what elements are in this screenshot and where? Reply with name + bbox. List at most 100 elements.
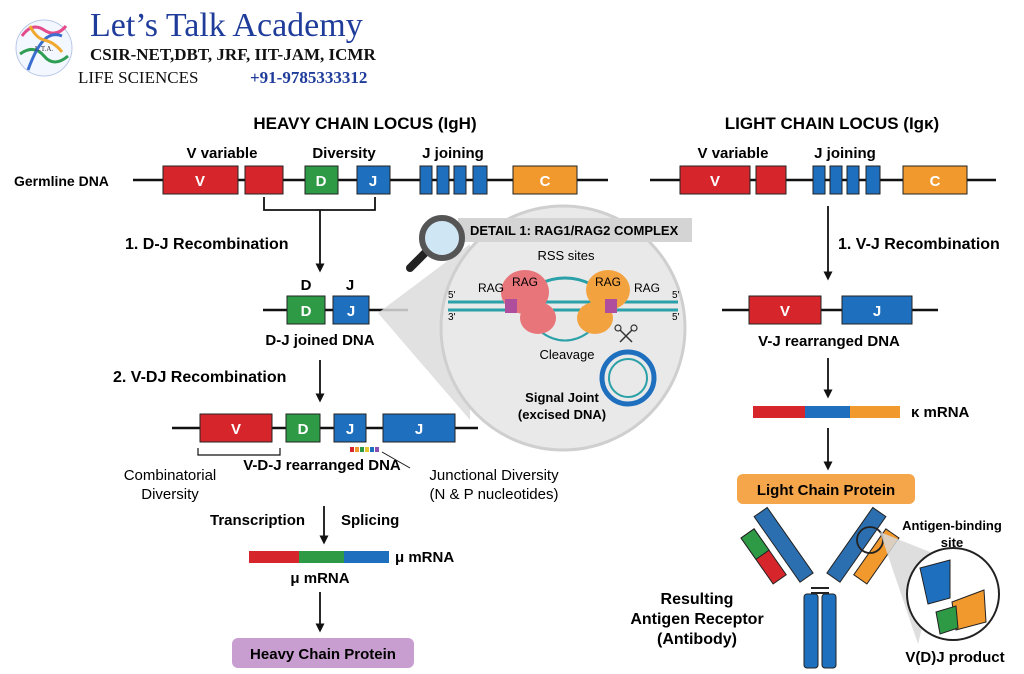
heavy-v-segment-label: V (195, 173, 205, 190)
transcription-label: Transcription (210, 512, 305, 529)
dj-joined-dna: D J (263, 295, 408, 325)
vdj-j2-segment (382, 413, 456, 443)
dj-joined-caption: D-J joined DNA (265, 332, 374, 349)
signal-joint-label: Signal Joint (525, 390, 599, 405)
five-prime-right-bottom: 5' (672, 312, 680, 323)
junctional-diversity-2: (N & P nucleotides) (430, 486, 559, 503)
vj-j-segment (841, 295, 913, 325)
antigen-binding-label-1: Antigen-binding (902, 518, 1002, 533)
light-c-segment (902, 165, 968, 195)
cleavage-label: Cleavage (540, 347, 595, 362)
junctional-nucleotides (350, 447, 379, 452)
vdj-j-segment (333, 413, 367, 443)
dj-d-segment-label: D (301, 303, 312, 320)
heavy-v-segment-2 (244, 165, 284, 195)
vdj-rearranged-dna: V D J J (172, 413, 478, 452)
splicing-label: Splicing (341, 512, 399, 529)
light-j-region-label: J joining (814, 145, 876, 162)
vj-rearranged-dna: V J (722, 295, 938, 325)
heavy-d-segment (304, 165, 339, 195)
heavy-d-segment-label: D (316, 173, 327, 190)
dj-bracket (263, 197, 376, 268)
combinatorial-diversity-1: Combinatorial (124, 467, 217, 484)
heavy-mrna-label-below: μ mRNA (290, 570, 349, 587)
antibody-label-1: Resulting (661, 591, 734, 608)
heavy-j-segment-label: J (369, 173, 377, 190)
vdj-d-label: D (298, 421, 309, 438)
vj-caption: V-J rearranged DNA (758, 333, 900, 350)
vdj-product-label: V(D)J product (905, 649, 1004, 666)
dj-d-label: D (301, 277, 312, 294)
vdj-caption: V-D-J rearranged DNA (243, 457, 401, 474)
antibody-label-2: Antigen Receptor (630, 611, 763, 628)
light-germline-locus: V C (650, 165, 996, 195)
rag-left-outer: RAG (478, 281, 504, 295)
vj-recombination-step: 1. V-J Recombination (838, 236, 1000, 253)
combinatorial-diversity-2: Diversity (141, 486, 199, 503)
light-protein-box (737, 474, 915, 504)
light-v-segment-2 (755, 165, 787, 195)
vdj-d-segment (285, 413, 321, 443)
heavy-protein-box (232, 638, 414, 668)
vdj-product-zoom (919, 559, 987, 635)
signal-joint-circle (599, 349, 657, 407)
logo-text: L.T.A. (35, 45, 54, 53)
vj-j-label: J (873, 303, 881, 320)
vdj-v-segment (199, 413, 273, 443)
light-v-segment (679, 165, 751, 195)
dj-recombination-step: 1. D-J Recombination (125, 236, 289, 253)
light-c-segment-label: C (930, 173, 941, 190)
light-v-segment-label: V (710, 173, 720, 190)
antigen-binding-label-2: site (941, 535, 963, 550)
vdj-v-label: V (231, 421, 241, 438)
heavy-mrna (249, 551, 389, 563)
scissors-icon (614, 324, 638, 343)
light-v-region-label: V variable (698, 145, 769, 162)
academy-logo: L.T.A. (15, 19, 73, 77)
heavy-c-segment-label: C (540, 173, 551, 190)
light-j-cluster-2 (829, 165, 843, 195)
five-prime-left: 5' (448, 290, 456, 301)
junctional-pointer (381, 451, 411, 469)
light-j-cluster-4 (865, 165, 881, 195)
heavy-j-cluster-4 (472, 165, 488, 195)
light-protein-label: Light Chain Protein (757, 482, 895, 499)
kappa-mrna-label: κ mRNA (911, 404, 970, 421)
antibody-label-3: (Antibody) (657, 631, 737, 648)
rag-right-inner: RAG (595, 275, 621, 289)
three-prime-left: 3' (448, 312, 456, 323)
detail-title-bar (458, 218, 692, 242)
light-chain-title: LIGHT CHAIN LOCUS (Igκ) (725, 114, 939, 133)
antibody-icon (740, 506, 900, 669)
contact-phone: +91-9785333312 (250, 68, 367, 87)
vdj-j2-label: J (415, 421, 423, 438)
detail-callout: DETAIL 1: RAG1/RAG2 COMPLEX RSS sites RA… (378, 204, 692, 452)
heavy-j-region-label: J joining (422, 145, 484, 162)
dj-j-segment (332, 295, 370, 325)
vdj-recombination-step: 2. V-DJ Recombination (113, 369, 286, 386)
combinatorial-bracket (197, 448, 281, 456)
vj-v-label: V (780, 303, 790, 320)
heavy-protein-label: Heavy Chain Protein (250, 646, 396, 663)
rag-complex-right (586, 270, 630, 310)
rag-left-inner: RAG (512, 275, 538, 289)
heavy-v-segment (162, 165, 239, 195)
dj-d-segment (286, 295, 326, 325)
heavy-v-region-label: V variable (187, 145, 258, 162)
academy-title: Let’s Talk Academy (90, 7, 363, 44)
rag-right-outer: RAG (634, 281, 660, 295)
magnifier-icon (406, 215, 465, 272)
light-j-cluster-1 (812, 165, 826, 195)
exam-list: CSIR-NET,DBT, JRF, IIT-JAM, ICMR (90, 45, 376, 64)
life-sciences-label: LIFE SCIENCES (78, 68, 198, 87)
rss-sites-label: RSS sites (537, 248, 595, 263)
vj-v-segment (748, 295, 822, 325)
dj-j-label: J (346, 277, 354, 294)
kappa-mrna (753, 406, 900, 418)
light-j-cluster-3 (846, 165, 860, 195)
five-prime-right-top: 5' (672, 290, 680, 301)
heavy-germline-locus: V D J C (133, 165, 608, 195)
dj-j-segment-label: J (347, 303, 355, 320)
heavy-j-cluster-3 (453, 165, 467, 195)
